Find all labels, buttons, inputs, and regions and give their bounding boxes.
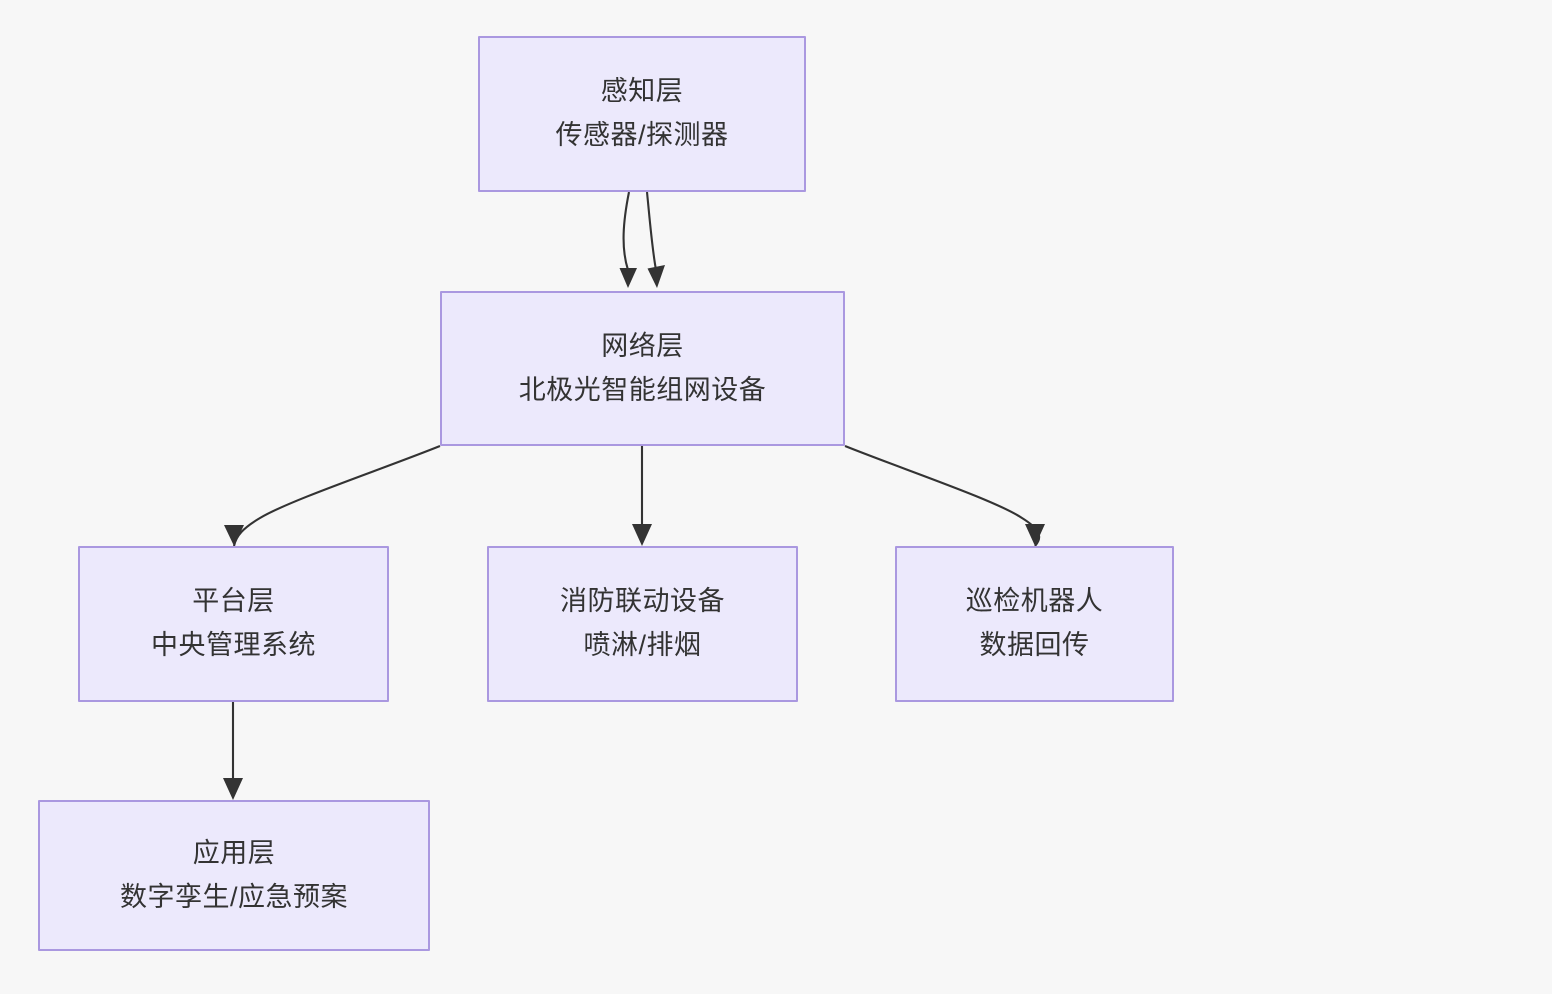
node-title: 消防联动设备 <box>560 586 725 617</box>
node-title: 平台层 <box>192 586 275 617</box>
edge-perception-network-b <box>645 191 665 288</box>
node-inspection-robot[interactable]: 巡检机器人 数据回传 <box>895 546 1174 702</box>
arrowhead-icon <box>647 265 665 288</box>
arrowhead-icon <box>632 524 652 546</box>
node-subtitle: 喷淋/排烟 <box>583 630 702 660</box>
arrowhead-icon <box>1025 524 1045 546</box>
node-subtitle: 中央管理系统 <box>151 630 316 660</box>
arrowhead-icon <box>223 778 243 800</box>
node-subtitle: 数据回传 <box>979 630 1090 660</box>
node-subtitle: 传感器/探测器 <box>555 120 729 150</box>
node-title: 网络层 <box>601 330 684 361</box>
arrowhead-icon <box>619 268 637 288</box>
node-application-layer[interactable]: 应用层 数字孪生/应急预案 <box>38 800 430 951</box>
edge-platform-application <box>223 702 243 800</box>
node-platform-layer[interactable]: 平台层 中央管理系统 <box>78 546 389 702</box>
node-subtitle: 数字孪生/应急预案 <box>119 881 348 912</box>
node-subtitle: 北极光智能组网设备 <box>518 374 767 405</box>
node-title: 感知层 <box>600 76 684 107</box>
node-perception-layer[interactable]: 感知层 传感器/探测器 <box>478 36 806 192</box>
edge-network-robot <box>844 445 1045 547</box>
node-title: 应用层 <box>192 837 276 868</box>
node-title: 巡检机器人 <box>965 586 1104 617</box>
edge-network-fire <box>632 446 652 546</box>
arrowhead-icon <box>224 525 244 546</box>
edge-perception-network-a <box>619 191 637 288</box>
edge-network-platform <box>224 445 441 547</box>
node-fire-linkage-equipment[interactable]: 消防联动设备 喷淋/排烟 <box>487 546 798 702</box>
node-network-layer[interactable]: 网络层 北极光智能组网设备 <box>440 291 845 446</box>
